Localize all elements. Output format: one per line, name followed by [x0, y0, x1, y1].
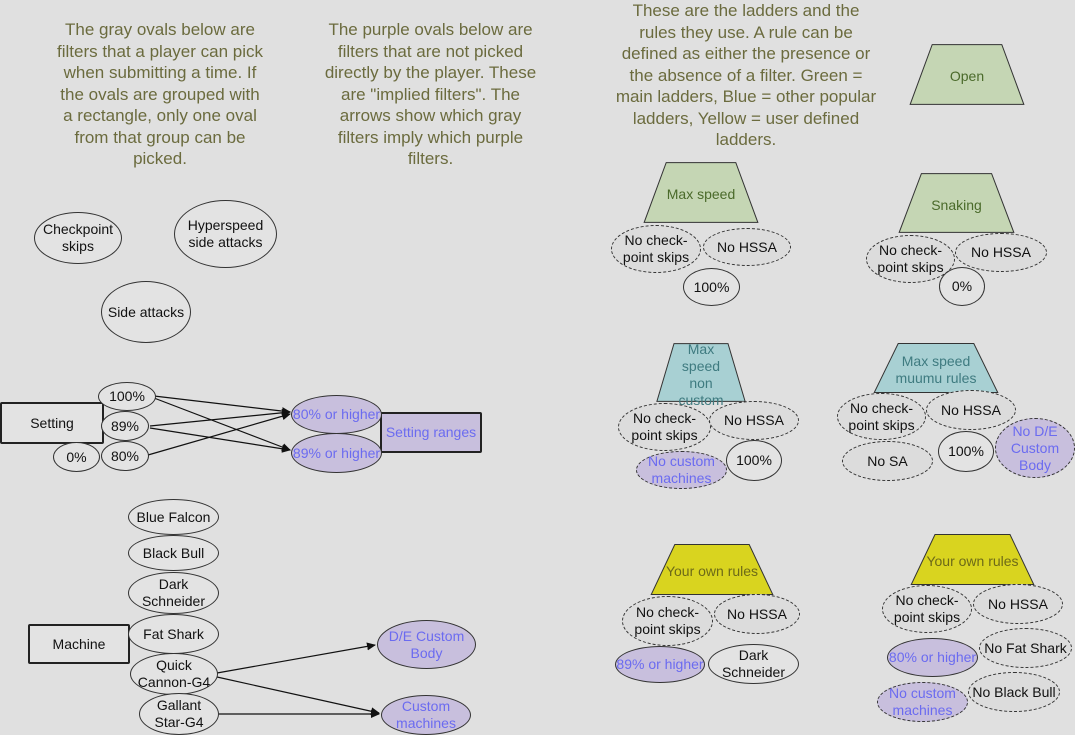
- rule-snaking-0: 0%: [939, 267, 985, 306]
- arrow-quick-cannon-to-de-custom: [216, 642, 376, 674]
- machine-dark-schneider: Dark Schneider: [128, 572, 219, 614]
- rule-max-speed-no-checkpoint: No check- point skips: [611, 225, 701, 273]
- machine-group-box: Machine: [28, 624, 130, 664]
- arrow-100-to-80up: [153, 395, 291, 416]
- rule-non-custom-no-hssa: No HSSA: [709, 401, 799, 440]
- machine-black-bull: Black Bull: [128, 535, 219, 571]
- ladders-note: These are the ladders and the rules they…: [615, 1, 877, 149]
- rule-own2-no-checkpoint: No check- point skips: [882, 585, 972, 633]
- rule-own1-no-checkpoint: No check- point skips: [622, 596, 713, 646]
- machine-gallant-star: Gallant Star-G4: [139, 693, 219, 735]
- rule-non-custom-no-custom-machines: No custom machines: [636, 451, 727, 489]
- setting-option-100: 100%: [98, 382, 156, 411]
- machine-quick-cannon: Quick Cannon-G4: [130, 653, 218, 695]
- setting-option-80: 80%: [101, 441, 149, 471]
- rule-snaking-no-hssa: No HSSA: [955, 233, 1047, 272]
- rule-non-custom-no-checkpoint: No check- point skips: [618, 403, 711, 451]
- ladder-your-own-rules-2-label: Your own rules: [926, 553, 1019, 569]
- filter-hyperspeed-side-attacks: Hyperspeed side attacks: [174, 200, 277, 268]
- rule-non-custom-100: 100%: [726, 440, 782, 481]
- ladder-max-speed-muumu: Max speed muumu rules: [873, 343, 999, 393]
- rule-own2-80-or-higher: 80% or higher: [887, 638, 978, 677]
- rule-max-speed-100: 100%: [683, 268, 740, 306]
- rule-snaking-no-checkpoint: No check- point skips: [866, 235, 955, 283]
- rule-muumu-100: 100%: [938, 431, 994, 472]
- rule-own2-no-hssa: No HSSA: [973, 584, 1063, 624]
- rule-own2-no-black-bull: No Black Bull: [968, 672, 1060, 712]
- arrow-quick-cannon-to-custom-machines: [216, 676, 380, 716]
- rule-muumu-no-hssa: No HSSA: [926, 390, 1016, 430]
- setting-option-0: 0%: [53, 442, 100, 472]
- implied-80-or-higher: 80% or higher: [291, 395, 382, 434]
- rule-own2-no-custom-machines: No custom machines: [877, 682, 968, 722]
- filter-checkpoint-skips: Checkpoint skips: [34, 212, 122, 264]
- arrow-80-to-80up: [147, 412, 291, 456]
- ladder-snaking-label: Snaking: [931, 196, 982, 213]
- arrow-89-to-80up: [149, 408, 291, 427]
- setting-group-box: Setting: [0, 402, 104, 444]
- machine-blue-falcon: Blue Falcon: [128, 499, 219, 535]
- implied-de-custom-body: D/E Custom Body: [377, 620, 476, 669]
- purple-filters-note: The purple ovals below are filters that …: [324, 20, 537, 168]
- machine-fat-shark: Fat Shark: [128, 614, 219, 654]
- rule-own1-dark-schneider: Dark Schneider: [708, 644, 799, 684]
- filter-side-attacks: Side attacks: [101, 281, 191, 343]
- setting-ranges-box: Setting ranges: [380, 412, 482, 453]
- rule-max-speed-no-hssa: No HSSA: [703, 228, 791, 266]
- implied-custom-machines: Custom machines: [381, 695, 471, 735]
- rule-own1-89-or-higher: 89% or higher: [615, 646, 705, 683]
- ladder-your-own-rules-2: Your own rules: [910, 534, 1035, 585]
- rule-own2-no-fat-shark: No Fat Shark: [979, 628, 1072, 668]
- ladder-snaking: Snaking: [898, 173, 1015, 233]
- gray-filters-note: The gray ovals below are filters that a …: [57, 20, 263, 168]
- setting-option-89: 89%: [101, 411, 149, 441]
- ladder-your-own-rules-1: Your own rules: [650, 544, 774, 595]
- arrow-100-to-89up: [153, 397, 291, 451]
- ladder-max-speed-non-custom-label: Max speed non custom: [678, 340, 724, 408]
- ladder-open-label: Open: [949, 68, 985, 84]
- rule-muumu-no-de-custom-body: No D/E Custom Body: [995, 418, 1075, 478]
- implied-89-or-higher: 89% or higher: [291, 433, 382, 473]
- arrow-89-to-89up: [149, 427, 291, 453]
- ladder-max-speed: Max speed: [643, 162, 759, 223]
- ladder-max-speed-muumu-label: Max speed muumu rules: [895, 353, 977, 386]
- ladder-max-speed-label: Max speed: [666, 186, 736, 202]
- rule-muumu-no-checkpoint: No check- point skips: [837, 393, 926, 440]
- ladder-your-own-rules-1-label: Your own rules: [665, 563, 759, 579]
- ladder-max-speed-non-custom: Max speed non custom: [656, 341, 746, 408]
- rule-muumu-no-sa: No SA: [842, 441, 933, 481]
- rule-own1-no-hssa: No HSSA: [714, 594, 800, 634]
- ladder-open: Open: [909, 44, 1025, 105]
